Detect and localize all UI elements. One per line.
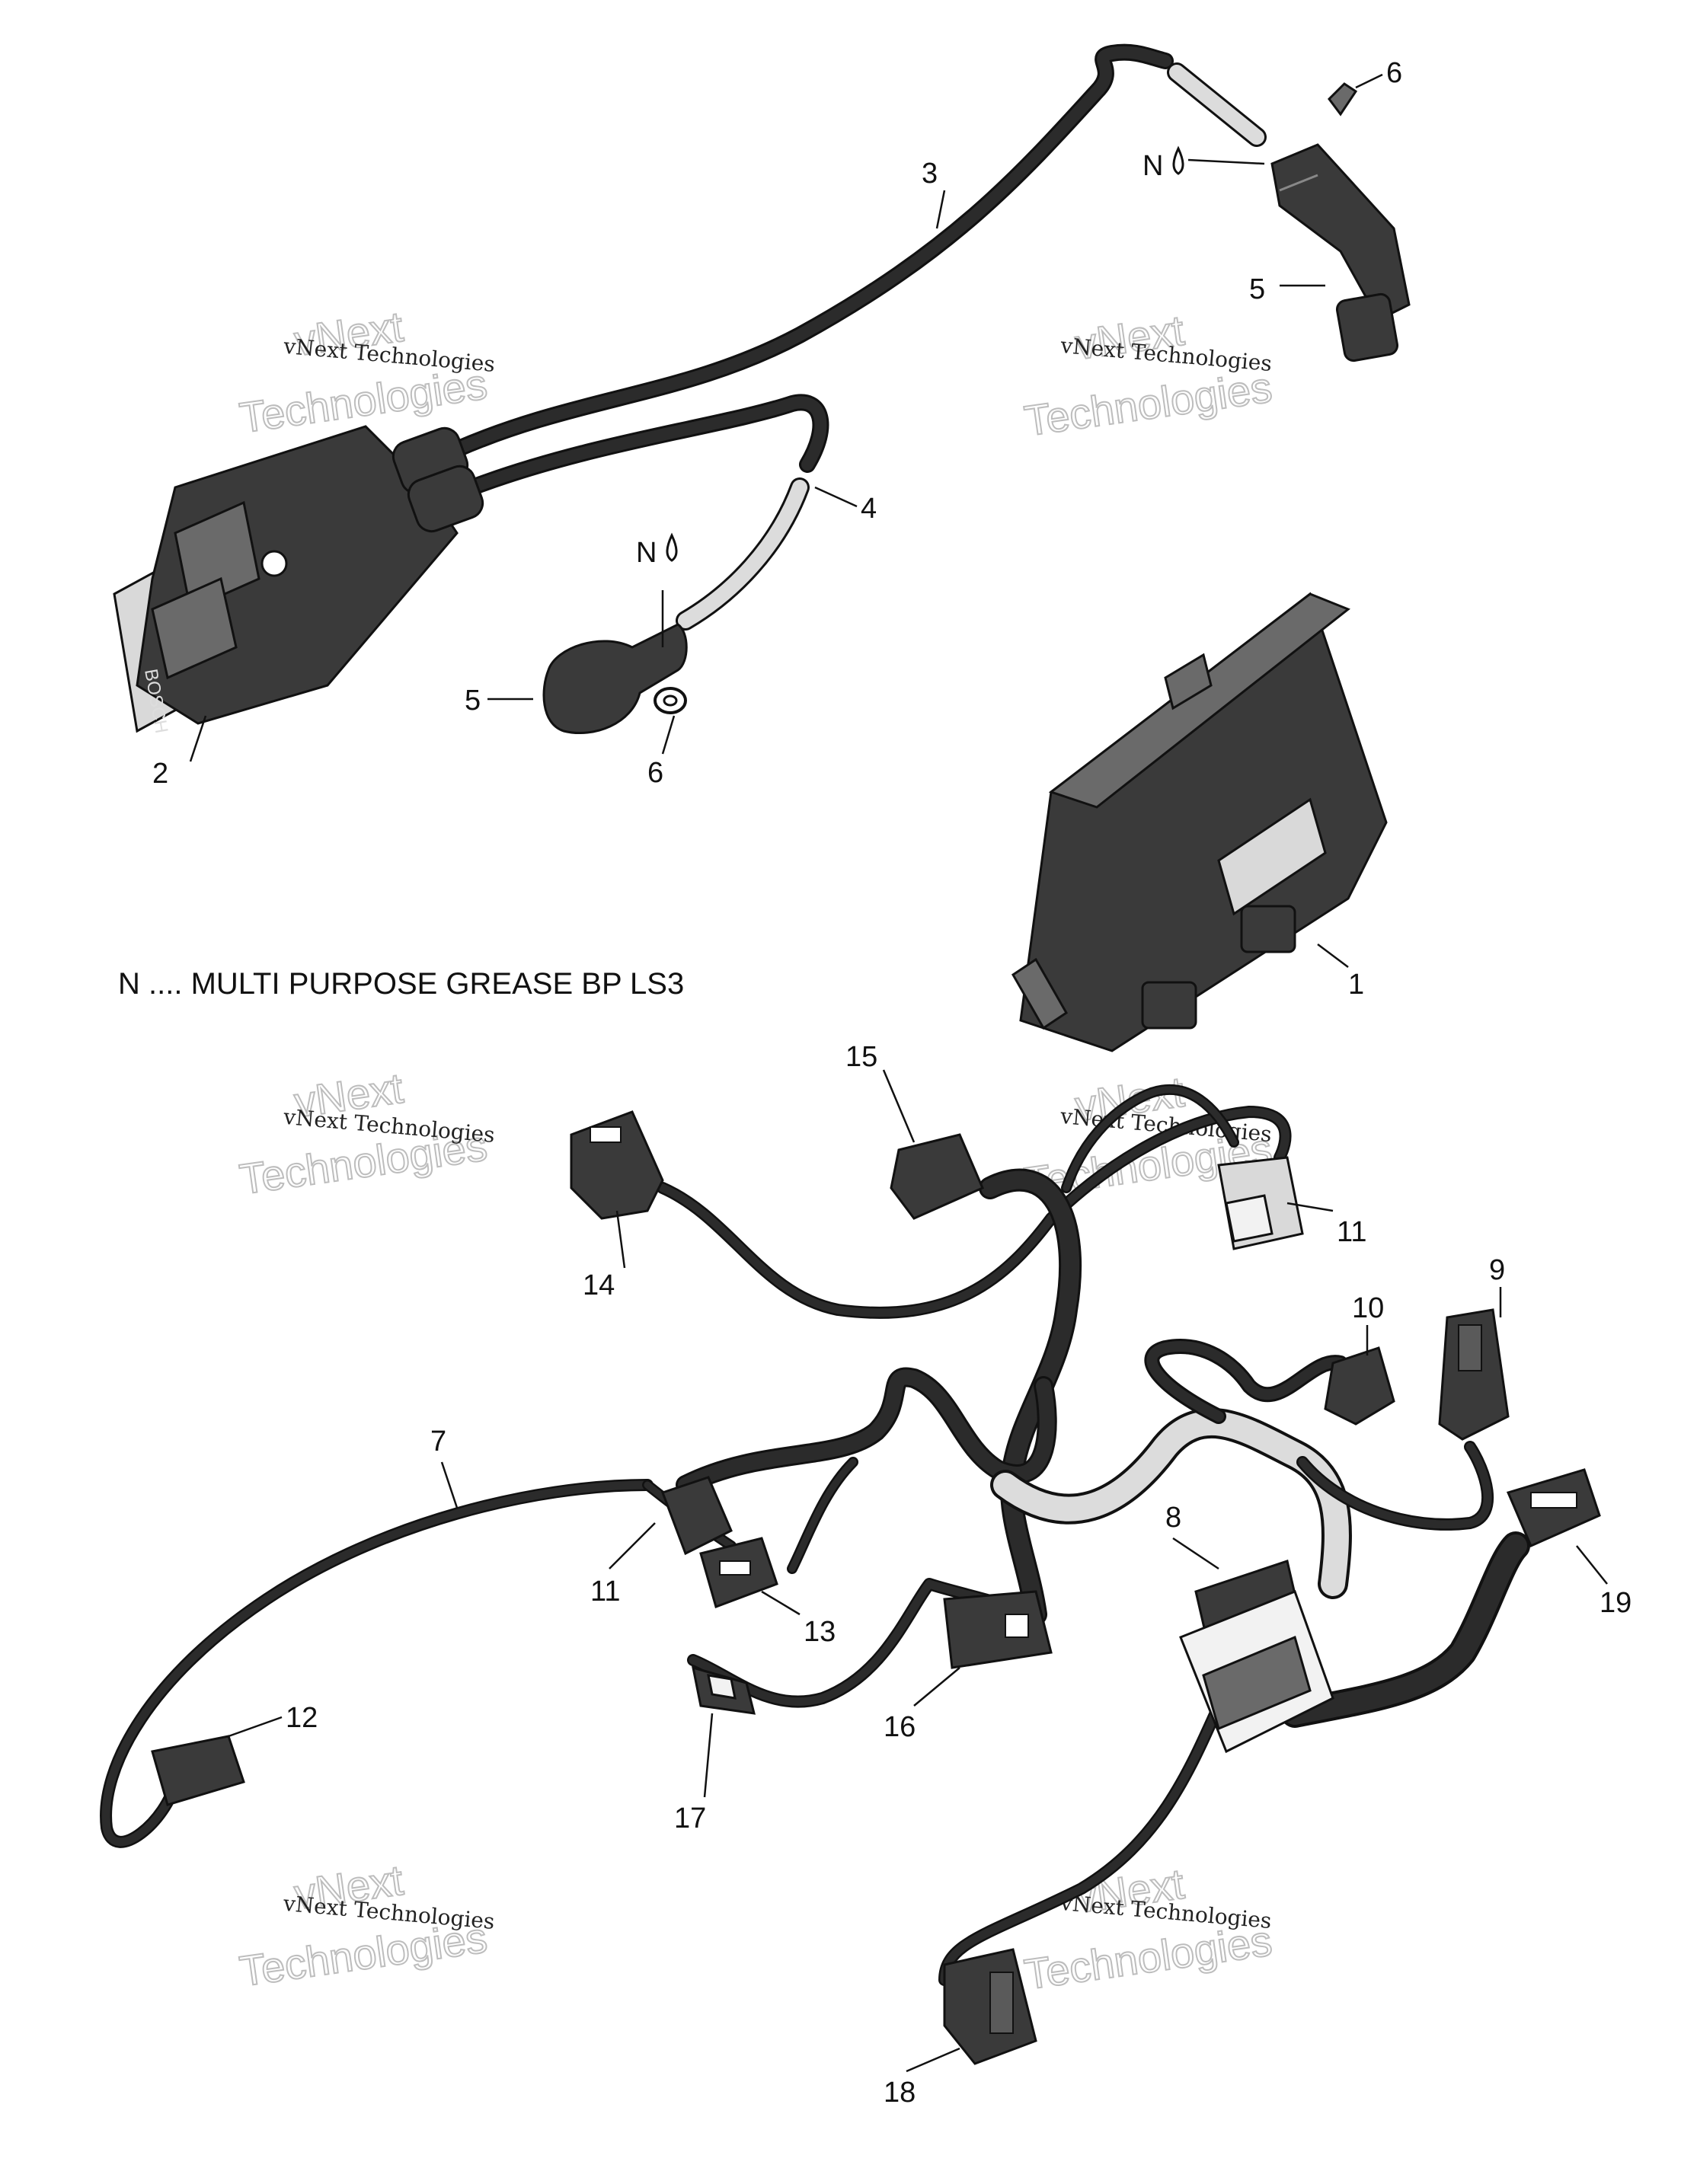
connector-9[interactable] <box>1438 1308 1510 1441</box>
callout-14: 14 <box>583 1269 615 1301</box>
callout-18: 18 <box>884 2077 916 2109</box>
grease-drop-icon <box>1172 145 1184 175</box>
grease-marker-top: N <box>1143 150 1163 182</box>
callout-12: 12 <box>286 1702 318 1734</box>
high-tension-wire-3 <box>449 43 1267 458</box>
terminal-clip-top[interactable] <box>1328 82 1358 117</box>
connector-17[interactable] <box>692 1665 756 1715</box>
engine-control-module[interactable] <box>1011 592 1388 1052</box>
terminal-clip-mid[interactable] <box>654 687 687 714</box>
high-tension-wire-4 <box>464 394 829 631</box>
callout-10: 10 <box>1352 1292 1384 1324</box>
connector-16[interactable] <box>943 1590 1053 1669</box>
leader-lines <box>189 73 1608 2073</box>
spark-plug-cap-mid[interactable] <box>542 623 688 735</box>
callout-11-lower: 11 <box>590 1576 620 1608</box>
callout-6-mid: 6 <box>647 757 663 789</box>
connector-19[interactable] <box>1506 1468 1601 1547</box>
callout-6-top: 6 <box>1386 57 1402 89</box>
grease-marker-mid: N <box>636 537 657 569</box>
callout-17: 17 <box>674 1802 706 1834</box>
grease-note: N .... MULTI PURPOSE GREASE BP LS3 <box>118 967 684 1001</box>
callout-19: 19 <box>1600 1587 1631 1619</box>
connector-14[interactable] <box>570 1110 664 1220</box>
connector-15[interactable] <box>890 1133 984 1220</box>
grease-drop-icon <box>666 532 678 562</box>
callout-4: 4 <box>861 493 877 525</box>
callout-9: 9 <box>1489 1254 1505 1286</box>
connector-12[interactable] <box>151 1735 245 1806</box>
callout-13: 13 <box>804 1616 836 1648</box>
watermark-text: Technologies <box>1021 362 1274 445</box>
connector-11-lower[interactable] <box>661 1476 733 1556</box>
connector-18[interactable] <box>943 1948 1037 2065</box>
callout-8: 8 <box>1165 1502 1181 1534</box>
callout-15: 15 <box>845 1041 877 1073</box>
callout-11-upper: 11 <box>1337 1216 1366 1248</box>
callout-5-top: 5 <box>1249 273 1265 305</box>
callout-16: 16 <box>884 1711 916 1743</box>
callout-2: 2 <box>152 758 168 790</box>
connector-8[interactable] <box>1179 1560 1334 1754</box>
callout-5-mid: 5 <box>465 685 481 717</box>
callout-3: 3 <box>922 158 938 190</box>
spark-plug-cap-top[interactable] <box>1270 143 1411 362</box>
connector-13[interactable] <box>699 1537 778 1608</box>
ignition-coil[interactable]: BOSCH <box>113 424 487 735</box>
callout-7: 7 <box>430 1426 446 1458</box>
connector-11-upper[interactable] <box>1217 1156 1304 1250</box>
wiring-harness[interactable] <box>100 1084 1530 1986</box>
connector-10[interactable] <box>1324 1346 1395 1426</box>
callout-1: 1 <box>1348 969 1364 1001</box>
